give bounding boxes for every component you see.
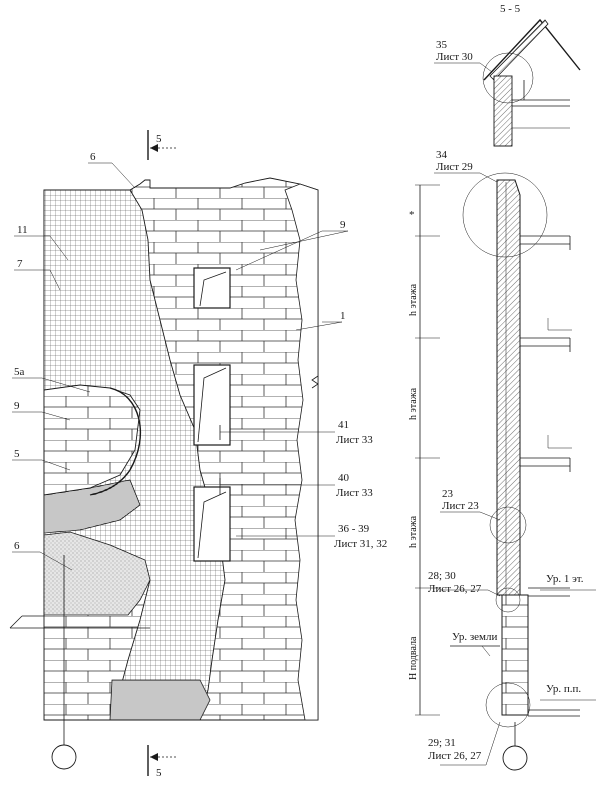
section-title: 5 - 5 [500, 3, 521, 15]
label-11: 11 [17, 224, 28, 236]
reinforcing-mesh [43, 189, 226, 721]
callout-41-sheet: Лист 33 [336, 434, 373, 446]
plaster-area [284, 183, 319, 721]
dimension-star: * [409, 209, 415, 221]
floor-slabs [520, 235, 580, 717]
label-6-top: 6 [90, 151, 96, 163]
section-5-5 [415, 18, 596, 771]
label-5: 5 [14, 448, 20, 460]
banded-layer [43, 479, 141, 534]
axis-bubble-left [51, 744, 77, 770]
level-pp: Ур. п.п. [546, 683, 581, 695]
callout-23-num: 23 [442, 488, 454, 500]
callout-35-num: 35 [436, 39, 448, 51]
break-mark [311, 375, 319, 389]
label-5a: 5а [14, 366, 25, 378]
label-9-mid: 9 [14, 400, 20, 412]
callout-34-num: 34 [436, 149, 448, 161]
detail-circle-29 [485, 682, 531, 728]
detail-circle-23 [489, 506, 527, 544]
detail-circle-28 [495, 587, 521, 613]
callout-40-num: 40 [338, 472, 350, 484]
axis-bubble-right [502, 745, 528, 771]
label-1: 1 [340, 310, 346, 322]
callout-34-sheet: Лист 29 [436, 161, 473, 173]
window-bottom [193, 486, 231, 562]
facade-elevation [9, 177, 319, 770]
level-ground: Ур. земли [452, 631, 497, 643]
callout-23-sheet: Лист 23 [442, 500, 479, 512]
dimension-h3: h этажа [408, 515, 419, 548]
window-middle [193, 364, 231, 446]
wall-section [496, 179, 521, 596]
roof-detail [434, 18, 581, 147]
callout-36-sheet: Лист 31, 32 [334, 538, 387, 550]
basement-wall [501, 594, 529, 716]
callout-28-num: 28; 30 [428, 570, 456, 582]
dimension-h1: h этажа [408, 283, 419, 316]
label-6-bottom: 6 [14, 540, 20, 552]
callout-29-num: 29; 31 [428, 737, 456, 749]
section-mark-bottom-label: 5 [156, 767, 162, 779]
section-mark-bottom [147, 745, 176, 776]
callout-29-sheet: Лист 26, 27 [428, 750, 482, 762]
level-floor1: Ур. 1 эт. [546, 573, 584, 585]
callout-35-sheet: Лист 30 [436, 51, 473, 63]
callout-41-num: 41 [338, 419, 349, 431]
cavity-edge [89, 387, 142, 496]
window-top [193, 267, 231, 309]
insulation-patch [43, 531, 151, 616]
bottom-band [109, 679, 211, 721]
callout-28-sheet: Лист 26, 27 [428, 583, 482, 595]
label-7: 7 [17, 258, 23, 270]
callout-36-num: 36 - 39 [338, 523, 370, 535]
cavity-5a [43, 384, 141, 496]
detail-circle-34 [462, 172, 548, 258]
callout-40-sheet: Лист 33 [336, 487, 373, 499]
section-mark-top [147, 130, 176, 160]
dimension-basement: H подвала [408, 636, 419, 680]
section-mark-top-label: 5 [156, 133, 162, 145]
dimension-chain [415, 184, 440, 716]
label-9-top: 9 [340, 219, 346, 231]
leader-lines [12, 162, 349, 571]
dimension-h2: h этажа [408, 387, 419, 420]
